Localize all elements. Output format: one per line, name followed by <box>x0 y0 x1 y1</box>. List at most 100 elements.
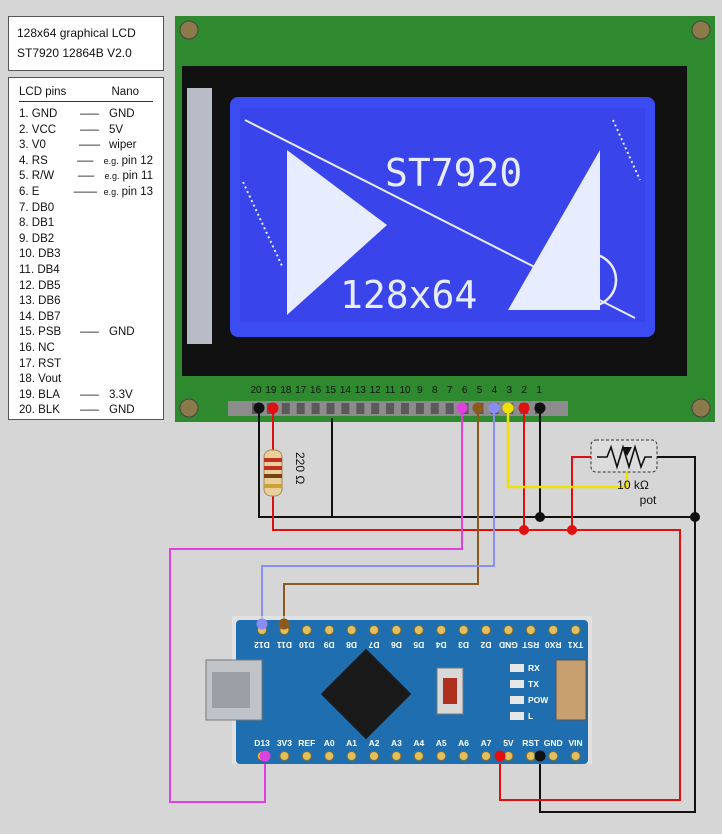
pin-row: 15. PSB--------GND <box>19 326 153 342</box>
pin-nano-connection: pin 11 <box>122 170 153 183</box>
led-l <box>510 712 524 720</box>
lcd-pin-number: 9 <box>417 385 423 396</box>
header-pin <box>311 403 320 414</box>
nano-pin-pad <box>279 751 290 761</box>
nano-cap-gnd <box>534 750 546 762</box>
nano-pin-pad <box>301 625 312 635</box>
nano-pin-label: 3V3 <box>277 738 292 748</box>
nano-pin-label: VIN <box>569 738 583 748</box>
pin-cap-2 <box>518 402 530 414</box>
header-pin <box>371 403 380 414</box>
pin-dash: -------- <box>79 327 100 339</box>
pin-row: 12. DB5 <box>19 280 153 296</box>
mount-hole <box>179 398 199 418</box>
pin-name: 12. DB5 <box>19 279 61 292</box>
nano-pin-label: D8 <box>346 640 357 650</box>
reset-button-cap[interactable] <box>443 678 457 704</box>
nano-pin-pad <box>324 751 335 761</box>
mount-hole <box>691 20 711 40</box>
nano-pin-pad <box>548 625 559 635</box>
nano-pin-label: D10 <box>299 640 315 650</box>
lcd-pin-number: 19 <box>265 385 277 396</box>
pin-cap-20 <box>253 402 265 414</box>
pin-name: 13. DB6 <box>19 295 61 308</box>
pin-row: 11. DB4 <box>19 264 153 280</box>
resistor-band <box>264 474 282 478</box>
pin-row: 18. Vout <box>19 373 153 389</box>
pin-name: 14. DB7 <box>19 310 61 323</box>
junction-dot <box>690 512 700 522</box>
pin-cap-6 <box>456 402 468 414</box>
pot-arrow <box>622 447 632 456</box>
pin-nano-connection: pin 12 <box>121 154 153 167</box>
pin-nano-connection: pin 13 <box>121 185 153 198</box>
lcd-pin-number: 20 <box>250 385 262 396</box>
nano-cap-5v <box>494 750 506 762</box>
pin-name: 18. Vout <box>19 373 62 386</box>
wire-rw-d11 <box>283 408 479 622</box>
pin-dash: ------- <box>77 171 94 183</box>
nano-pin-label: RST <box>522 738 540 748</box>
mount-hole <box>179 20 199 40</box>
pin-cap-1 <box>534 402 546 414</box>
led-rx <box>510 664 524 672</box>
lcd-pin-number: 1 <box>536 385 542 396</box>
nano-pin-label: D11 <box>277 640 292 650</box>
screen-triangle-right <box>508 150 600 310</box>
nano-pin-label: D9 <box>323 640 334 650</box>
header-pin <box>281 403 290 414</box>
nano-pin-pad <box>525 751 536 761</box>
pin-dash: -------- <box>79 405 100 417</box>
nano-pin-pad <box>391 751 402 761</box>
nano-pin-pad <box>413 751 424 761</box>
header-lcd-pins: LCD pins <box>19 86 67 98</box>
lcd-pin-number: 12 <box>370 385 382 396</box>
nano-pin-pad <box>570 751 581 761</box>
pin-row: 14. DB7 <box>19 311 153 327</box>
title-box: 128x64 graphical LCD ST7920 12864B V2.0 <box>8 16 164 71</box>
nano-pin-pad <box>503 625 514 635</box>
nano-pin-label: A7 <box>481 738 492 748</box>
nano-pin-label: GND <box>499 640 518 650</box>
nano-pin-label: A5 <box>436 738 447 748</box>
pin-row: 10. DB3 <box>19 248 153 264</box>
pin-nano-connection: GND <box>109 108 135 120</box>
lcd-pin-number: 17 <box>295 385 307 396</box>
junction-dot <box>519 525 529 535</box>
header-pin <box>445 403 454 414</box>
pot-label-value: 10 kΩ <box>617 478 649 492</box>
pin-name: 10. DB3 <box>19 248 61 261</box>
nano-pin-pad <box>481 751 491 761</box>
potentiometer <box>590 439 658 473</box>
lcd-pin-number: 11 <box>385 385 396 396</box>
pin-dash: ------- <box>76 155 94 167</box>
pin-row: 4. RS-------e.g.pin 12 <box>19 155 153 171</box>
pin-name: 7. DB0 <box>19 201 55 214</box>
header-pin <box>401 403 409 414</box>
junction-dot <box>567 525 577 535</box>
nano-pin-pad <box>301 751 312 761</box>
nano-pin-label: D13 <box>254 738 270 748</box>
screen-text-st7920: ST7920 <box>385 151 522 195</box>
pin-dash: --------- <box>78 140 101 152</box>
nano-pin-label: D5 <box>413 640 424 650</box>
header-nano: Nano <box>111 86 140 98</box>
pin-name: 4. RS <box>19 154 48 167</box>
led-label-rx: RX <box>528 663 540 673</box>
nano-pin-label: D2 <box>480 640 491 650</box>
led-tx <box>510 680 524 688</box>
reset-button[interactable] <box>436 667 464 715</box>
resistor-band <box>264 458 282 462</box>
pin-nano-connection: 3.3V <box>109 388 133 401</box>
screen-dotted-line <box>612 119 641 181</box>
nano-pin-label: A6 <box>458 738 469 748</box>
junction-dot <box>535 512 545 522</box>
lcd-pin-number: 8 <box>432 385 438 396</box>
pin-eg: e.g. <box>103 186 119 197</box>
wire-rs-d12 <box>261 408 495 622</box>
nano-pin-pad <box>436 751 447 761</box>
nano-cap-d12 <box>256 618 268 630</box>
